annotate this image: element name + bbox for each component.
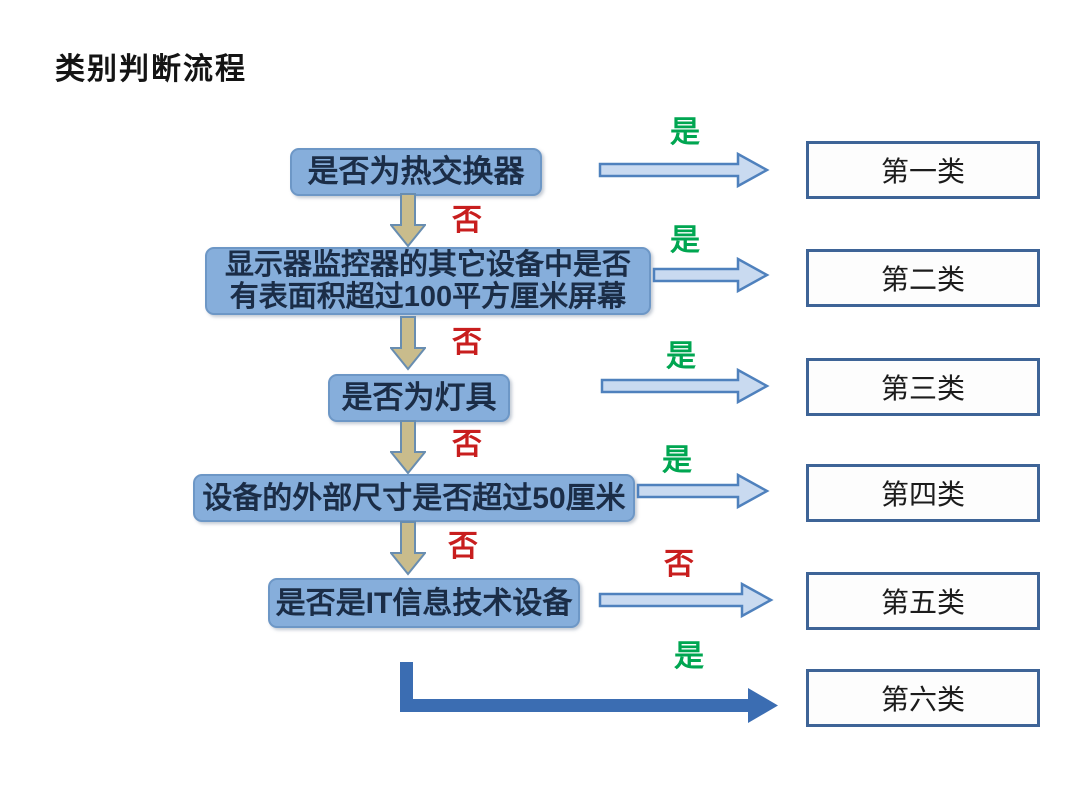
right-arrow-icon — [636, 472, 770, 510]
result-box-category-4: 第四类 — [806, 464, 1040, 522]
right-arrow-icon — [598, 151, 770, 189]
result-label: 第三类 — [880, 373, 965, 404]
result-label: 第二类 — [880, 264, 965, 295]
branch-label-yes: 是 — [670, 224, 700, 257]
branch-label-no: 否 — [664, 548, 694, 581]
down-arrow-icon — [390, 316, 426, 371]
branch-label-yes: 是 — [670, 116, 700, 149]
branch-label-yes: 是 — [674, 640, 704, 673]
decision-box-size-50cm: 设备的外部尺寸是否超过50厘米 — [193, 474, 635, 522]
right-arrow-icon — [598, 581, 774, 619]
down-arrow-icon — [390, 420, 426, 475]
result-label: 第四类 — [880, 479, 965, 510]
result-box-category-6: 第六类 — [806, 669, 1040, 727]
right-arrow-icon — [652, 256, 770, 294]
branch-label-yes: 是 — [662, 444, 692, 477]
result-label: 第六类 — [880, 684, 965, 715]
decision-text: 是否为热交换器 — [307, 153, 525, 189]
decision-text-line2: 有表面积超过100平方厘米屏幕 — [229, 281, 627, 313]
decision-box-display-screen: 显示器监控器的其它设备中是否 有表面积超过100平方厘米屏幕 — [205, 247, 651, 315]
down-arrow-icon — [390, 521, 426, 576]
decision-box-lamp: 是否为灯具 — [328, 374, 510, 422]
result-box-category-1: 第一类 — [806, 141, 1040, 199]
decision-box-heat-exchanger: 是否为热交换器 — [290, 148, 542, 196]
decision-box-it-equipment: 是否是IT信息技术设备 — [268, 578, 580, 628]
result-label: 第一类 — [880, 156, 965, 187]
result-box-category-3: 第三类 — [806, 358, 1040, 416]
branch-label-yes: 是 — [666, 340, 696, 373]
result-box-category-5: 第五类 — [806, 572, 1040, 630]
down-arrow-icon — [390, 193, 426, 248]
branch-label-no: 否 — [452, 326, 482, 359]
branch-label-no: 否 — [452, 428, 482, 461]
decision-text: 设备的外部尺寸是否超过50厘米 — [202, 481, 626, 515]
right-arrow-icon — [600, 367, 770, 405]
elbow-arrow-icon — [400, 662, 778, 723]
branch-label-no: 否 — [452, 204, 482, 237]
result-box-category-2: 第二类 — [806, 249, 1040, 307]
decision-text-line1: 显示器监控器的其它设备中是否 — [224, 249, 631, 281]
result-label: 第五类 — [880, 587, 965, 618]
branch-label-no: 否 — [448, 530, 478, 563]
page-title: 类别判断流程 — [55, 53, 247, 86]
decision-text: 是否是IT信息技术设备 — [275, 586, 573, 620]
decision-text: 是否为灯具 — [341, 379, 497, 415]
